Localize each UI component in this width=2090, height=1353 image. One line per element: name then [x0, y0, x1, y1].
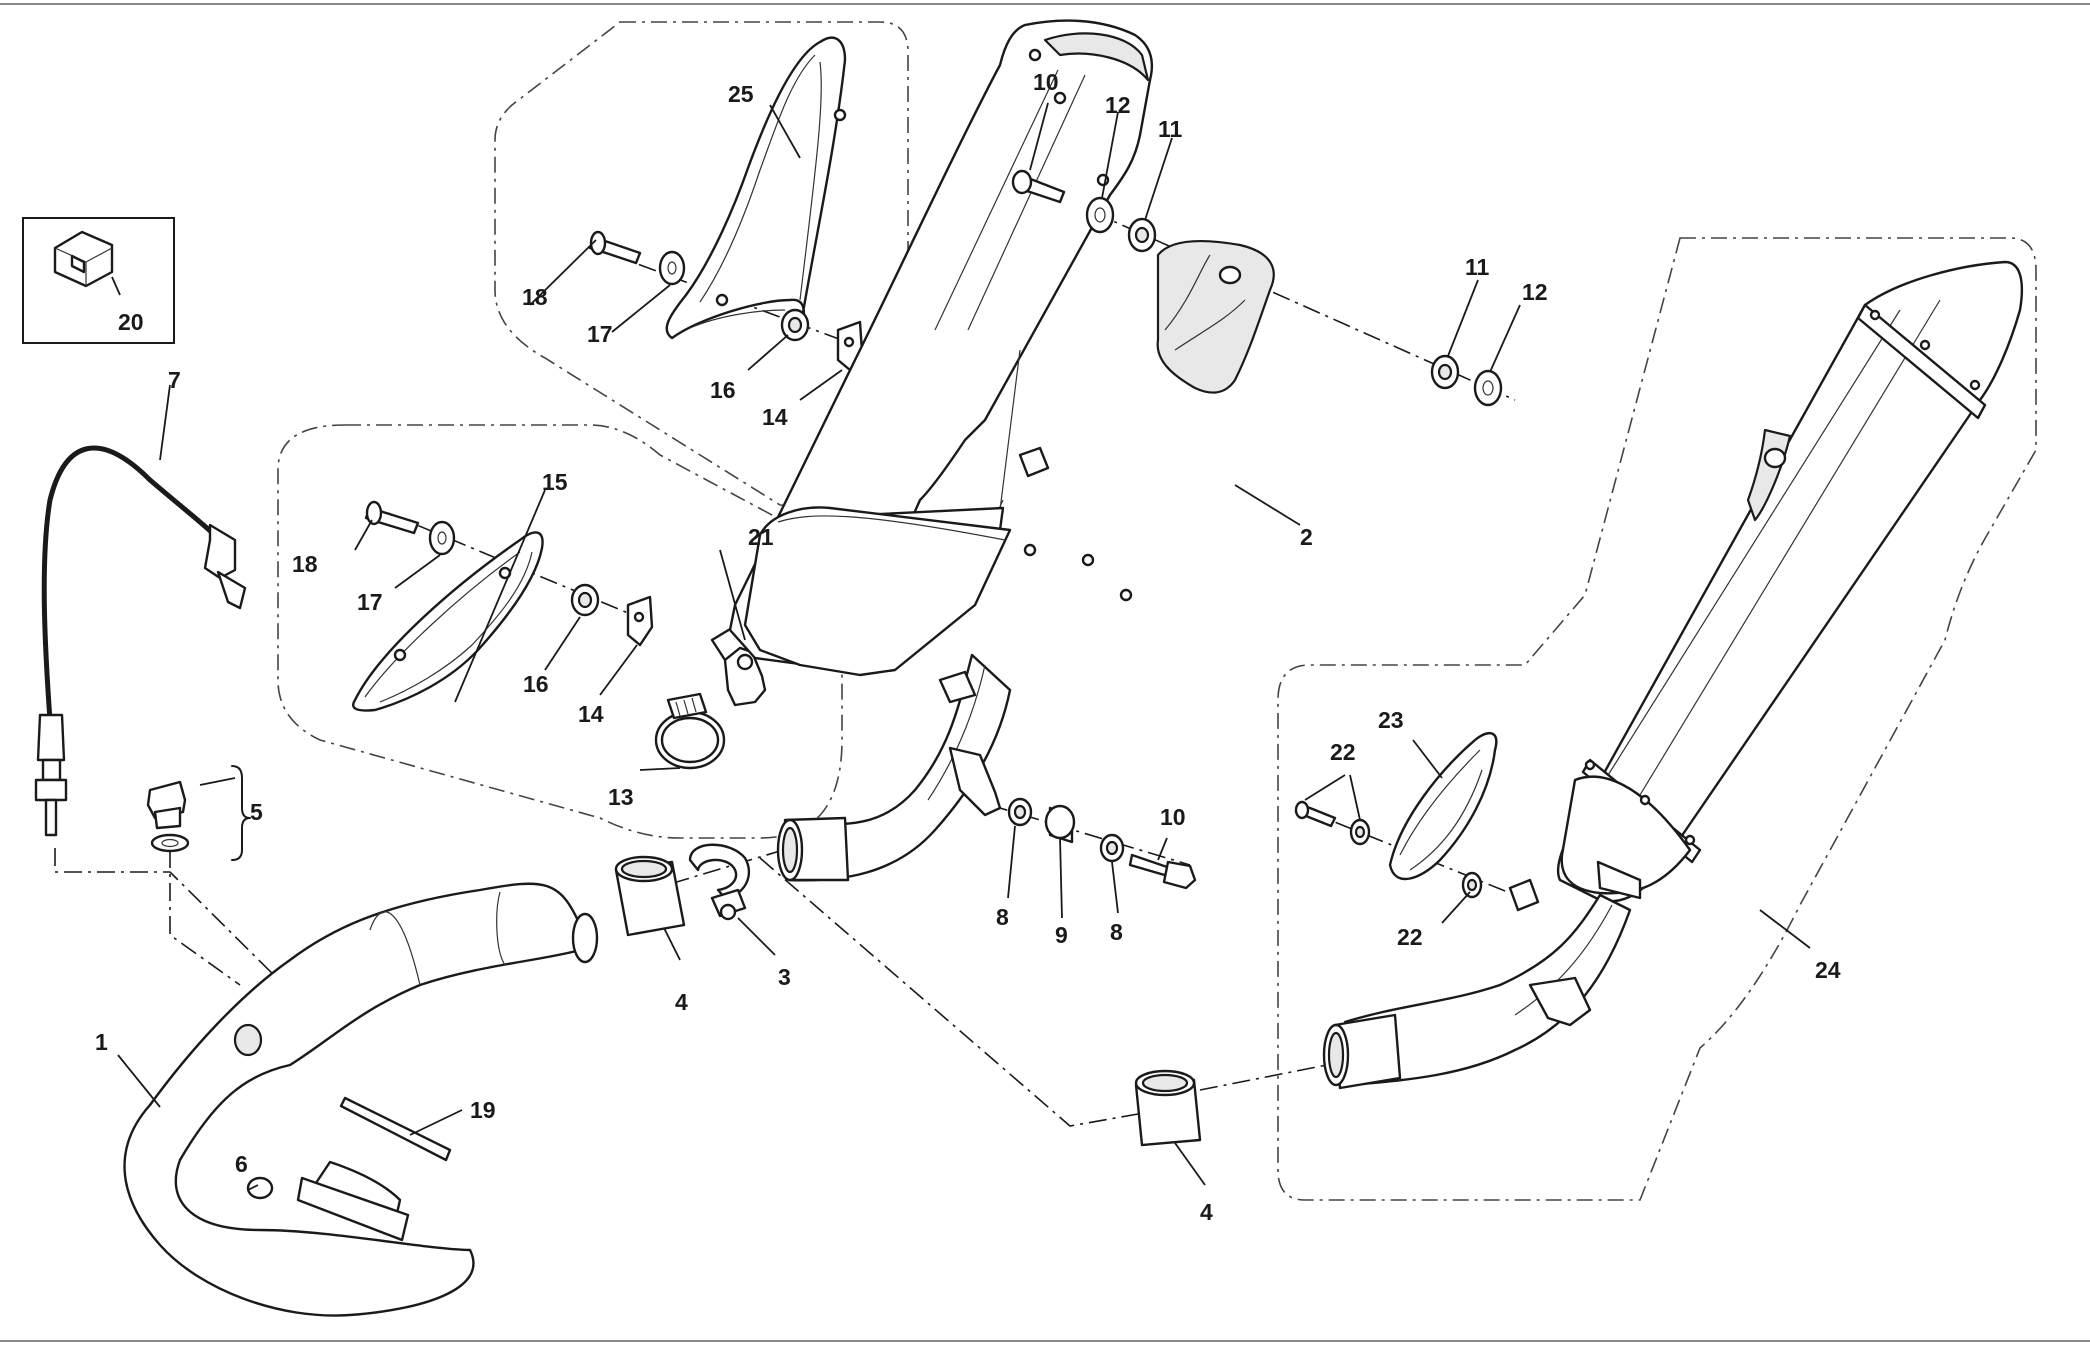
callout-14-upper: 14: [762, 404, 788, 430]
callout-11-upper-left: 11: [1158, 116, 1183, 142]
clamp-part: [688, 843, 751, 921]
assembly-line-sensor: [54, 848, 293, 994]
callout-2: 2: [1300, 524, 1313, 550]
callouts: 20 7 5 1 6 19 4 3 4 25 18 17 16 14 15 18…: [95, 69, 1841, 1225]
callout-16-upper: 16: [710, 377, 736, 403]
callout-13: 13: [608, 784, 634, 810]
callout-18-upper: 18: [522, 284, 548, 310]
grommet-16-upper: [780, 308, 810, 342]
washer-22-left: [1349, 818, 1371, 846]
leader-lines: [111, 102, 1811, 1191]
washer-12-upper-right: [1473, 369, 1503, 407]
assembly-line-shield-upper: [607, 252, 856, 346]
sleeve-part-left: [614, 855, 686, 937]
callout-24: 24: [1815, 957, 1841, 983]
washer-22-right: [1461, 871, 1483, 899]
callout-10-upper: 10: [1033, 69, 1059, 95]
grommet-16-lower: [570, 583, 600, 617]
callout-8-left: 8: [996, 904, 1009, 930]
callout-22-upper: 22: [1330, 739, 1356, 765]
callout-21: 21: [748, 524, 774, 550]
assembly-line-sleeve: [759, 857, 1139, 1127]
callout-10-lower: 10: [1160, 804, 1186, 830]
grommet-11-upper-left: [1127, 217, 1157, 253]
callout-12-upper-left: 12: [1105, 92, 1131, 118]
callout-9: 9: [1055, 922, 1068, 948]
washer-12-upper-left: [1085, 196, 1115, 234]
assembly-line-plug: [169, 850, 241, 986]
bolt-22: [1294, 800, 1337, 828]
callout-22-lower: 22: [1397, 924, 1423, 950]
callout-16-lower: 16: [523, 671, 549, 697]
bolt-10-lower: [1128, 853, 1197, 890]
callout-18-lower: 18: [292, 551, 318, 577]
group-outline-heat-shield-upper: [494, 21, 909, 509]
washer-17-upper: [658, 250, 686, 286]
lambda-sensor-part: [34, 445, 247, 837]
muffler-assembly-right-part: [1322, 260, 2024, 1090]
bolt-18-upper: [588, 230, 642, 265]
heat-shield-lower-part: [352, 531, 544, 712]
speed-nut-14-lower: [626, 595, 654, 647]
grommet-8-right: [1099, 833, 1125, 863]
callout-3: 3: [778, 964, 791, 990]
hose-clamp-part: [654, 692, 726, 770]
plug-part: [146, 765, 251, 861]
callout-7: 7: [168, 367, 181, 393]
callout-20: 20: [118, 309, 144, 335]
header-pipe-part: [123, 882, 599, 1317]
bolt-18-lower: [364, 500, 420, 535]
callout-14-lower: 14: [578, 701, 604, 727]
callout-15: 15: [542, 469, 568, 495]
heat-shield-right-part: [1388, 731, 1498, 881]
link-pipe-center-part: [776, 653, 1012, 882]
callout-6: 6: [235, 1151, 248, 1177]
gasket-part: [339, 1096, 452, 1162]
group-outline-muffler-assembly: [1277, 237, 2037, 1201]
callout-11-upper-right: 11: [1465, 254, 1490, 280]
muffler-center-part: [728, 19, 1275, 677]
heat-shield-upper-part: [665, 36, 847, 340]
callout-4-right: 4: [1200, 1199, 1213, 1225]
sleeve-part-right: [1134, 1069, 1202, 1147]
connector-part: [53, 230, 114, 288]
callout-17-lower: 17: [357, 589, 383, 615]
washer-17-lower: [428, 520, 456, 556]
callout-25: 25: [728, 81, 754, 107]
sensor-connector-box: [22, 217, 175, 344]
callout-19: 19: [470, 1097, 496, 1123]
grommet-8-left: [1007, 797, 1033, 827]
callout-1: 1: [95, 1029, 108, 1055]
callout-5: 5: [250, 799, 263, 825]
callout-8-right: 8: [1110, 919, 1123, 945]
callout-23: 23: [1378, 707, 1404, 733]
group-outline-heat-shield-lower: [277, 424, 843, 839]
grommet-11-upper-right: [1430, 354, 1460, 390]
callout-4-left: 4: [675, 989, 688, 1015]
callout-12-upper-right: 12: [1522, 279, 1548, 305]
assembly-line-sleeve-right: [1199, 1063, 1333, 1091]
bolt-10-upper: [1011, 169, 1066, 204]
callout-17-upper: 17: [587, 321, 613, 347]
spacer-9: [1044, 804, 1076, 844]
